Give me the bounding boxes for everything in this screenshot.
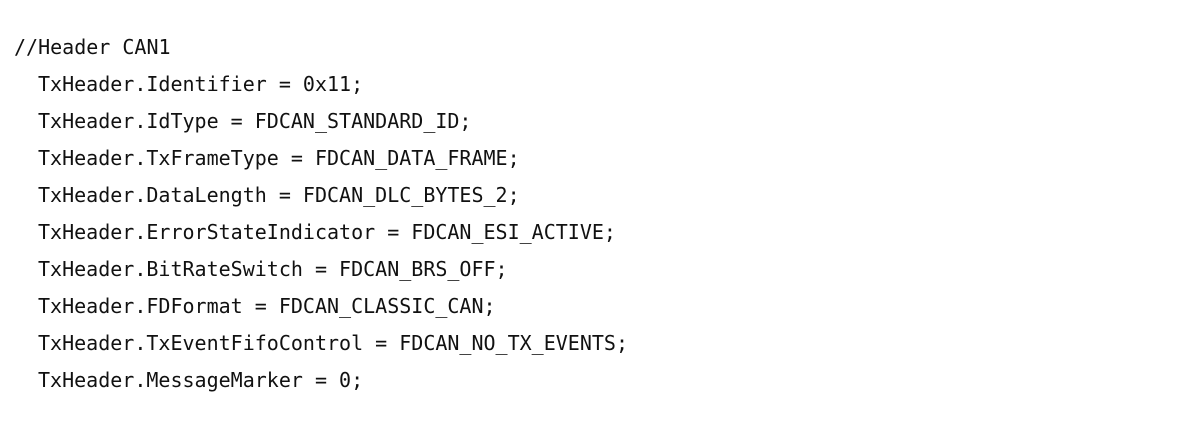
code-line: TxHeader.MessageMarker = 0; (38, 368, 364, 392)
code-line: TxHeader.FDFormat = FDCAN_CLASSIC_CAN; (38, 294, 496, 318)
code-block: //Header CAN1 TxHeader.Identifier = 0x11… (14, 34, 628, 404)
code-comment: //Header CAN1 (14, 35, 171, 59)
code-line: TxHeader.TxEventFifoControl = FDCAN_NO_T… (38, 331, 629, 355)
code-line: TxHeader.TxFrameType = FDCAN_DATA_FRAME; (38, 146, 520, 170)
code-line: TxHeader.ErrorStateIndicator = FDCAN_ESI… (38, 220, 616, 244)
code-line: TxHeader.DataLength = FDCAN_DLC_BYTES_2; (38, 183, 520, 207)
code-line: TxHeader.IdType = FDCAN_STANDARD_ID; (38, 109, 472, 133)
code-line: TxHeader.Identifier = 0x11; (38, 72, 364, 96)
code-line: TxHeader.BitRateSwitch = FDCAN_BRS_OFF; (38, 257, 508, 281)
